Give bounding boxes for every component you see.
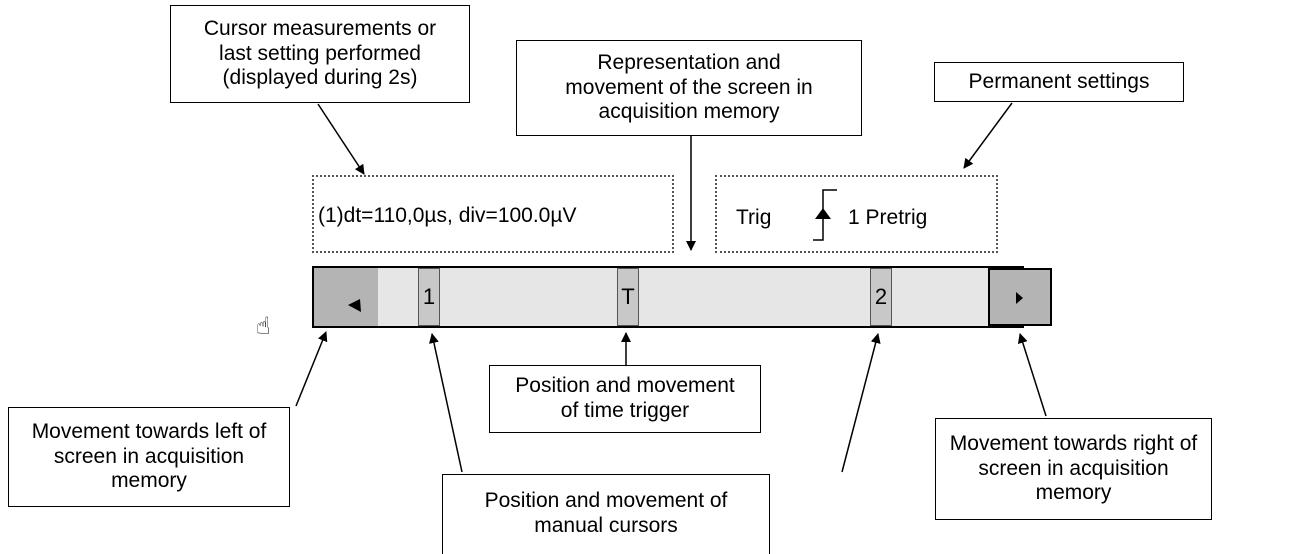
hand-pointer-icon: ☝ bbox=[256, 312, 271, 340]
callout-line: Representation and bbox=[597, 50, 781, 74]
callout-line: Movement towards right of bbox=[949, 431, 1198, 455]
scroll-right-area bbox=[988, 268, 1052, 326]
trig-value: 1 Pretrig bbox=[848, 206, 928, 229]
callout-line: Cursor measurements or bbox=[203, 16, 437, 40]
callout-line: memory bbox=[111, 469, 187, 493]
callout-cursor-measurements: Cursor measurements or last setting perf… bbox=[170, 5, 470, 103]
callout-line: memory bbox=[1035, 481, 1112, 505]
rising-edge-icon bbox=[813, 189, 837, 241]
measurement-readout-frame bbox=[312, 175, 674, 253]
callout-line: screen in acquisition bbox=[978, 456, 1169, 480]
callout-line: Permanent settings bbox=[968, 69, 1150, 93]
callout-move-right: Movement towards right of screen in acqu… bbox=[935, 418, 1212, 520]
callout-screen-representation: Representation and movement of the scree… bbox=[516, 40, 862, 136]
manual-cursor-1[interactable]: 1 bbox=[418, 268, 440, 326]
callout-manual-cursors: Position and movement of manual cursors bbox=[442, 474, 770, 554]
trig-label: Trig bbox=[736, 206, 772, 229]
callout-line: screen in acquisition bbox=[53, 444, 245, 468]
arrow-cursor-1 bbox=[429, 333, 463, 473]
trigger-marker[interactable]: T bbox=[617, 268, 639, 326]
callout-time-trigger: Position and movement of time trigger bbox=[489, 365, 761, 433]
arrow-cursor-2 bbox=[841, 333, 881, 473]
arrow-measurement bbox=[317, 103, 365, 175]
callout-line: movement of the screen in bbox=[565, 75, 813, 99]
callout-line: (displayed during 2s) bbox=[222, 66, 418, 90]
arrow-permanent-settings bbox=[963, 102, 1013, 169]
callout-line: Position and movement bbox=[515, 374, 735, 398]
measurement-readout: (1)dt=110,0µs, div=100.0µV bbox=[318, 204, 577, 227]
permanent-settings-frame bbox=[715, 175, 998, 253]
callout-line: acquisition memory bbox=[598, 100, 780, 124]
callout-line: Movement towards left of bbox=[31, 419, 267, 443]
callout-line: Position and movement of bbox=[484, 489, 728, 512]
right-arrow-icon bbox=[1016, 292, 1023, 304]
callout-line: of time trigger bbox=[560, 399, 690, 422]
manual-cursor-2[interactable]: 2 bbox=[870, 268, 892, 326]
arrow-move-right bbox=[1017, 333, 1047, 417]
arrow-move-left bbox=[295, 331, 328, 407]
callout-permanent-settings: Permanent settings bbox=[934, 62, 1184, 102]
callout-move-left: Movement towards left of screen in acqui… bbox=[8, 407, 290, 507]
callout-line: last setting performed bbox=[219, 41, 421, 65]
callout-line: manual cursors bbox=[534, 513, 678, 537]
scroll-left-button[interactable] bbox=[314, 268, 378, 326]
left-arrow-icon bbox=[348, 299, 361, 312]
